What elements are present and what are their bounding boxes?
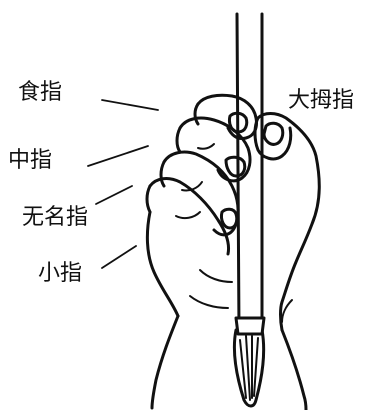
brush-tip <box>232 316 266 408</box>
leader-lines <box>87 99 159 269</box>
brush-shaft <box>235 12 264 332</box>
middle-finger <box>175 116 252 183</box>
leader-line-ring <box>95 185 133 205</box>
leader-line-little <box>101 245 137 269</box>
leader-line-middle <box>87 145 149 167</box>
label-ring-finger: 无名指 <box>22 205 89 230</box>
little-finger <box>145 177 230 256</box>
label-middle-finger: 中指 <box>8 148 53 173</box>
leader-line-index <box>101 99 159 111</box>
label-little-finger: 小指 <box>38 261 83 286</box>
label-index-finger: 食指 <box>18 80 63 105</box>
ring-finger <box>159 150 240 237</box>
palm <box>145 210 308 410</box>
label-thumb: 大拇指 <box>288 88 355 113</box>
thumb <box>253 112 321 332</box>
